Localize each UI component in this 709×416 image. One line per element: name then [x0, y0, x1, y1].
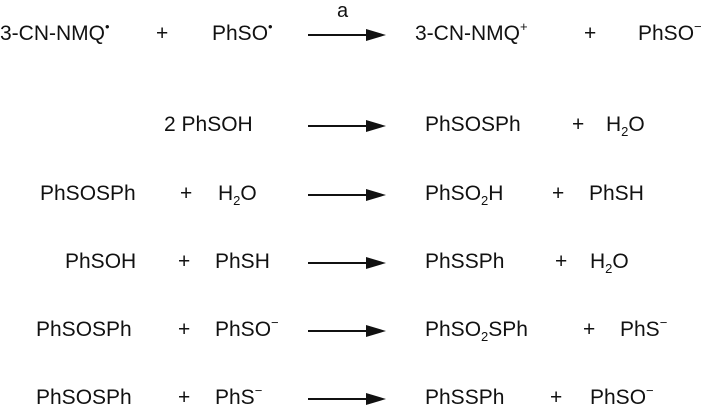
plus-sign: + — [555, 250, 568, 273]
formula-text: H — [218, 182, 234, 205]
radical-dot: • — [268, 19, 273, 34]
plus-sign: + — [178, 318, 191, 341]
reactant-phsosph: PhSOSPh — [40, 182, 136, 205]
reactant-h2o: H2O — [218, 182, 257, 208]
plus-sign: + — [178, 250, 191, 273]
plus-sign: + — [584, 22, 597, 45]
subscript: 2 — [621, 124, 629, 139]
formula-text: O — [240, 182, 257, 205]
charge: − — [694, 19, 702, 34]
product-h2o: H2O — [606, 113, 645, 139]
formula-text: PhSO — [425, 182, 482, 205]
product-phso2sph: PhSO2SPh — [425, 318, 528, 344]
formula-text: 3-CN-NMQ — [415, 22, 520, 45]
product-phso2h: PhSO2H — [425, 182, 504, 208]
reaction-arrow-icon — [308, 189, 386, 201]
subscript: 2 — [605, 261, 613, 276]
reactant-phs-anion: PhS− — [215, 383, 263, 410]
formula-text: PhSO — [425, 318, 482, 341]
formula-text: 3-CN-NMQ — [0, 22, 105, 45]
subscript: 2 — [481, 329, 489, 344]
formula-text: O — [628, 113, 645, 136]
charge: − — [271, 315, 279, 330]
plus-sign: + — [572, 113, 585, 136]
reaction-arrow-icon — [308, 325, 386, 337]
reaction-arrow-icon — [308, 257, 386, 269]
formula-text: PhSO — [215, 318, 272, 341]
formula-text: O — [612, 250, 629, 273]
reactant-phsh: PhSH — [215, 250, 270, 273]
formula-text: PhS — [620, 318, 660, 341]
formula-text: PhSO — [638, 22, 695, 45]
charge: − — [659, 315, 668, 330]
reaction-condition-label: a — [337, 0, 349, 22]
product-phsosph: PhSOSPh — [425, 113, 521, 136]
plus-sign: + — [552, 182, 565, 205]
reactant-phsosph: PhSOSPh — [36, 318, 132, 341]
product-phssph: PhSSPh — [425, 386, 505, 409]
reactant-2-phsoh: 2 PhSOH — [164, 113, 253, 136]
reaction-arrow-icon — [308, 120, 386, 132]
product-3-cn-nmq-cation: 3-CN-NMQ+ — [415, 19, 528, 46]
formula-text: SPh — [488, 318, 528, 341]
plus-sign: + — [178, 386, 191, 409]
product-phs-anion: PhS− — [620, 315, 668, 342]
reaction-arrow-icon — [308, 29, 386, 41]
subscript: 2 — [233, 193, 241, 208]
formula-text: PhSO — [590, 386, 647, 409]
subscript: 2 — [481, 193, 489, 208]
product-phso-anion: PhSO− — [590, 383, 654, 410]
product-phssph: PhSSPh — [425, 250, 505, 273]
plus-sign: + — [180, 182, 193, 205]
plus-sign: + — [583, 318, 596, 341]
charge: + — [520, 19, 528, 34]
product-phso-anion: PhSO− — [638, 19, 702, 46]
plus-sign: + — [550, 386, 563, 409]
formula-text: H — [590, 250, 606, 273]
formula-text: PhSO — [212, 22, 269, 45]
reactant-phso-anion: PhSO− — [215, 315, 279, 342]
formula-text: H — [488, 182, 504, 205]
product-h2o: H2O — [590, 250, 629, 276]
reactant-3-cn-nmq-radical: 3-CN-NMQ• — [0, 19, 110, 46]
charge: − — [646, 383, 654, 398]
formula-text: PhS — [215, 386, 255, 409]
reactant-phsoh: PhSOH — [65, 250, 137, 273]
plus-sign: + — [156, 22, 169, 45]
charge: − — [254, 383, 263, 398]
formula-text: H — [606, 113, 622, 136]
reactant-phsosph: PhSOSPh — [36, 386, 132, 409]
product-phsh: PhSH — [589, 182, 644, 205]
reactant-phso-radical: PhSO• — [212, 19, 273, 46]
radical-dot: • — [105, 19, 110, 34]
reaction-arrow-icon — [308, 393, 386, 405]
